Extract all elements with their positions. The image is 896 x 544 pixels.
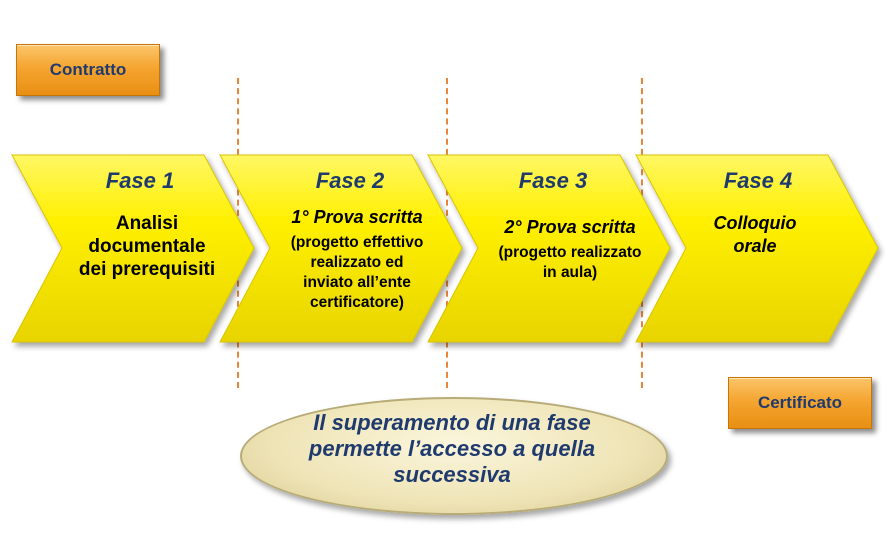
note-ellipse <box>240 397 668 515</box>
phase-1-line: documentale <box>88 236 206 257</box>
contratto-label: Contratto <box>16 44 160 96</box>
phase-2-line: (progetto effettivo <box>290 234 424 251</box>
certificato-text: Certificato <box>757 393 843 412</box>
phase-3-heading: 2° Prova scritta <box>504 217 636 237</box>
phase-4-title: Fase 4 <box>723 168 793 193</box>
certificato-label: Certificato <box>728 377 872 429</box>
note-line: permette l’accesso a quella <box>308 436 596 461</box>
phase-1-chevron <box>11 154 255 343</box>
phase-1-line: Analisi <box>115 213 179 234</box>
phase-3-line: in aula) <box>542 264 598 281</box>
phase-3-title: Fase 3 <box>518 168 588 193</box>
phase-1-title: Fase 1 <box>105 168 175 193</box>
phase-4-line: Colloquio <box>713 213 797 233</box>
phase-3-description: 2° Prova scritta (progetto realizzato in… <box>472 216 668 283</box>
phase-2-title: Fase 2 <box>315 168 385 193</box>
contratto-text: Contratto <box>49 60 127 79</box>
note-line: successiva <box>393 462 511 487</box>
phase-4-description: Colloquio orale <box>690 212 820 258</box>
phase-2-heading: 1° Prova scritta <box>291 207 423 227</box>
phase-2-chevron <box>219 154 463 343</box>
phase-2-line: realizzato ed <box>310 254 404 271</box>
phase-4-chevron <box>635 154 879 343</box>
phase-2-description: 1° Prova scritta (progetto effettivo rea… <box>262 206 452 313</box>
phase-1-line: dei prerequisiti <box>78 259 216 280</box>
phase-3-line: (progetto realizzato <box>498 244 642 261</box>
phase-2-line: inviato all’ente <box>303 274 411 291</box>
phase-3-chevron <box>427 154 671 343</box>
note-line: Il superamento di una fase <box>313 410 591 435</box>
note-text: Il superamento di una fase permette l’ac… <box>260 410 644 488</box>
phase-1-description: Analisi documentale dei prerequisiti <box>62 212 232 281</box>
phase-4-line: orale <box>733 236 777 256</box>
phase-2-line: certificatore) <box>310 294 404 311</box>
